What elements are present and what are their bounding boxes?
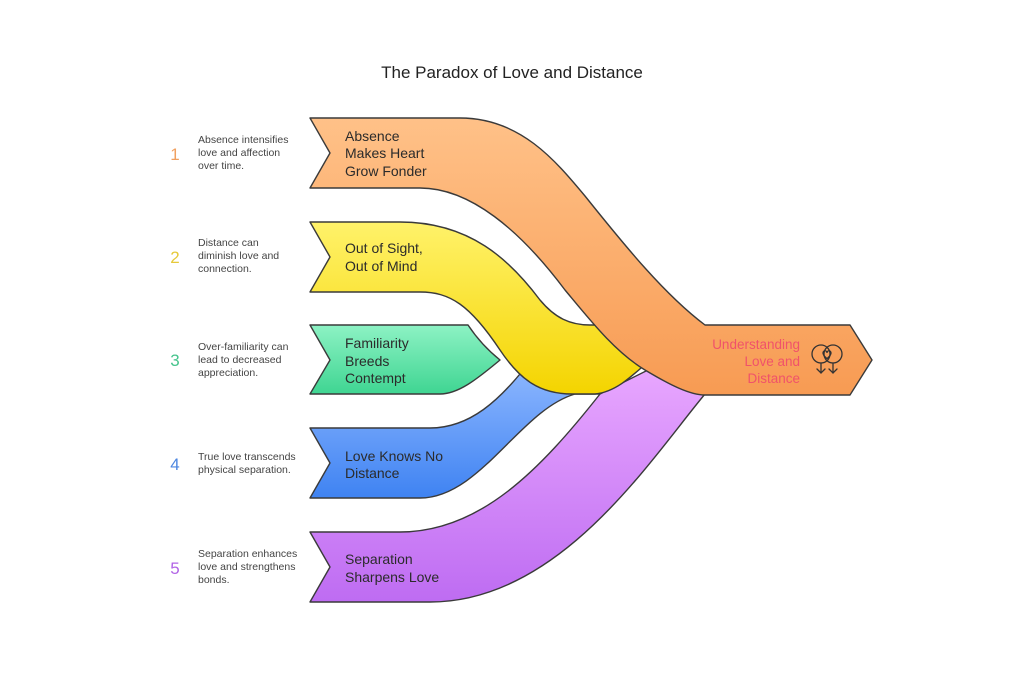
band-3-label-line: Contempt: [345, 370, 406, 386]
band-4-label: Love Knows No Distance: [345, 448, 443, 481]
target-label-line: Love and: [744, 354, 800, 369]
band-4-label-line: Distance: [345, 465, 400, 481]
diagram-title: The Paradox of Love and Distance: [381, 63, 643, 82]
band-3-label: Familiarity Breeds Contempt: [345, 335, 409, 386]
item-5-description: Separation enhances love and strengthens…: [198, 548, 297, 586]
item-3-number: 3: [170, 351, 179, 370]
item-4-desc-line: True love transcends: [198, 451, 296, 463]
band-3-label-line: Familiarity: [345, 335, 409, 351]
item-3-desc-line: lead to decreased: [198, 354, 282, 366]
band-1-label-line: Absence: [345, 128, 400, 144]
item-1-desc-line: Absence intensifies: [198, 134, 288, 146]
item-5-number: 5: [170, 559, 179, 578]
band-familiarity-breeds-contempt: [309, 324, 501, 395]
item-1-desc-line: over time.: [198, 160, 244, 172]
item-3-desc-line: appreciation.: [198, 367, 258, 379]
item-5-desc-line: bonds.: [198, 574, 230, 586]
band-1-label: Absence Makes Heart Grow Fonder: [345, 128, 427, 179]
gender-hearts-icon: [811, 344, 843, 374]
item-3-description: Over-familiarity can lead to decreased a…: [198, 341, 289, 379]
band-3-label-line: Breeds: [345, 353, 389, 369]
item-5-desc-line: love and strengthens: [198, 561, 295, 573]
item-5-desc-line: Separation enhances: [198, 548, 297, 560]
item-1-number: 1: [170, 145, 179, 164]
target-label: Understanding Love and Distance: [712, 337, 800, 386]
item-2-desc-line: diminish love and: [198, 250, 279, 262]
item-2-number: 2: [170, 248, 179, 267]
item-2-desc-line: connection.: [198, 263, 252, 275]
band-5-label-line: Separation: [345, 551, 413, 567]
band-1-label-line: Makes Heart: [345, 145, 424, 161]
item-2-description: Distance can diminish love and connectio…: [198, 237, 279, 275]
item-1-description: Absence intensifies love and affection o…: [198, 134, 288, 172]
item-1-desc-line: love and affection: [198, 147, 280, 159]
band-2-label: Out of Sight, Out of Mind: [345, 240, 423, 274]
band-4-label-line: Love Knows No: [345, 448, 443, 464]
band-5-label-line: Sharpens Love: [345, 569, 439, 585]
item-4-number: 4: [170, 455, 179, 474]
band-2-label-line: Out of Sight,: [345, 240, 423, 256]
target-label-line: Distance: [747, 371, 800, 386]
band-5-label: Separation Sharpens Love: [345, 551, 439, 585]
band-2-label-line: Out of Mind: [345, 258, 417, 274]
item-4-description: True love transcends physical separation…: [198, 451, 296, 476]
item-4-desc-line: physical separation.: [198, 464, 291, 476]
item-3-desc-line: Over-familiarity can: [198, 341, 289, 353]
band-absence-makes-heart-grow-fonder: [309, 117, 873, 396]
band-1-label-line: Grow Fonder: [345, 163, 427, 179]
target-label-line: Understanding: [712, 337, 800, 352]
item-2-desc-line: Distance can: [198, 237, 259, 249]
